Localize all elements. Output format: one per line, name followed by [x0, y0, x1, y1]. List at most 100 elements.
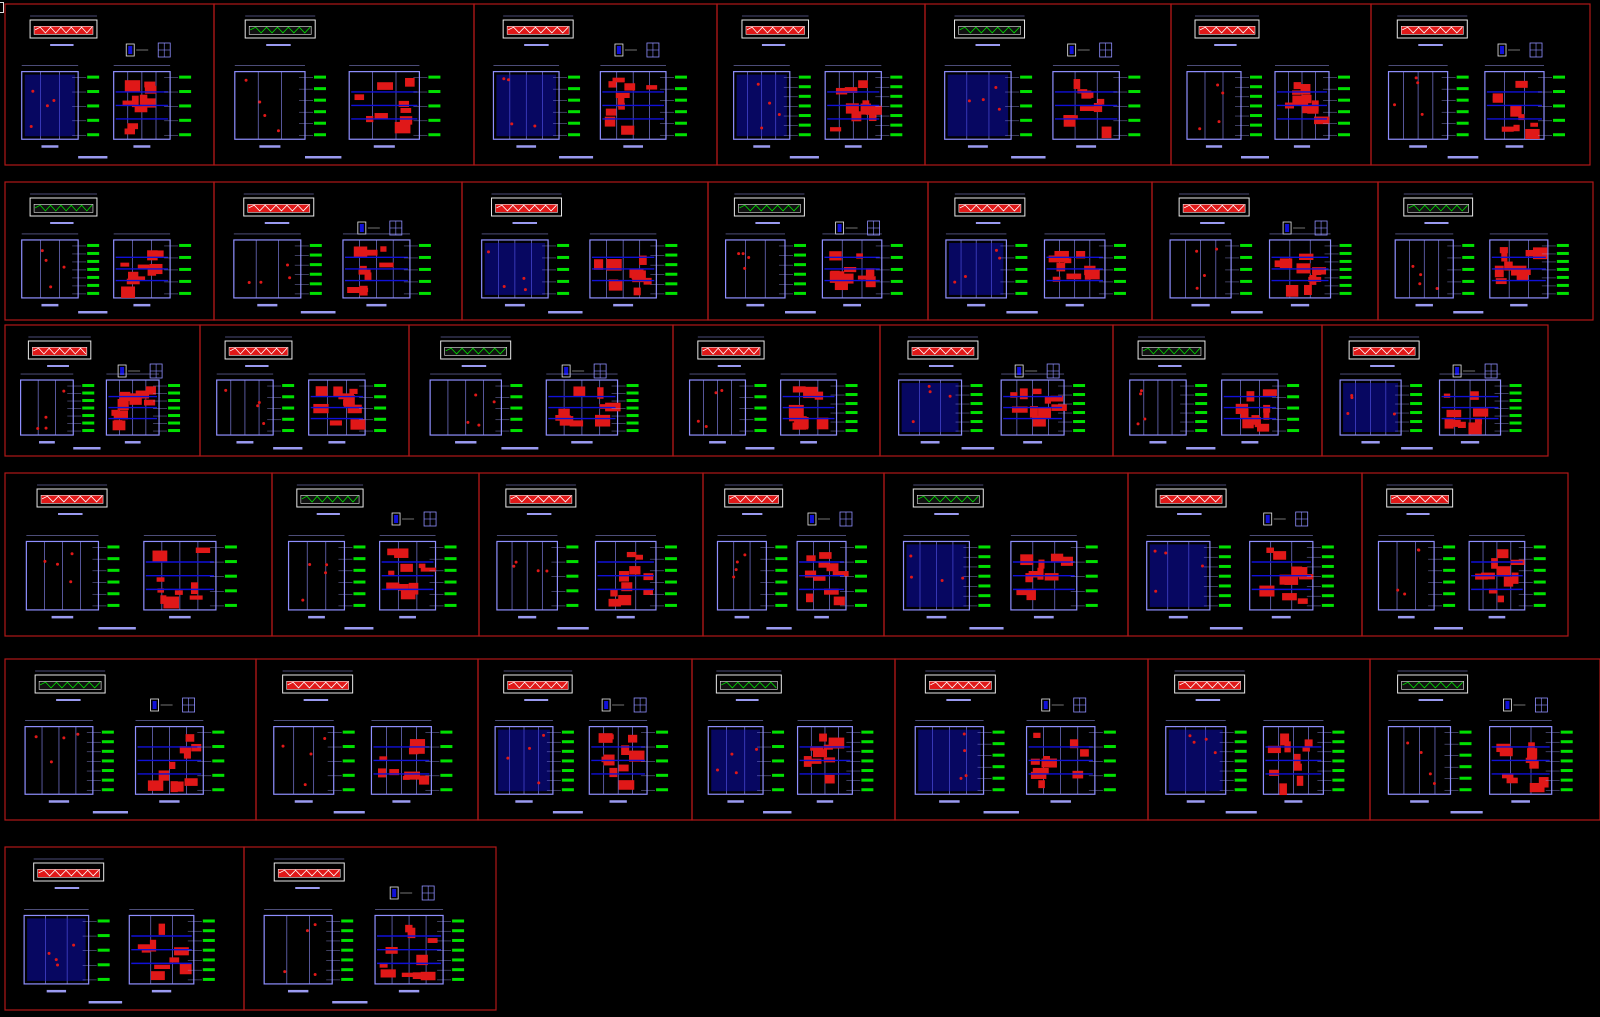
- callout-label: [1015, 243, 1028, 247]
- plan-zigzag: [287, 681, 348, 689]
- callout-label: [861, 730, 874, 734]
- elevation-fill-block: [1492, 95, 1500, 101]
- elevation-title-bar: [844, 145, 862, 148]
- elevation-title-bar: [1460, 441, 1480, 444]
- legend-swatch-fill: [1043, 701, 1048, 709]
- elevation-fill-block: [1472, 408, 1489, 417]
- legend-swatch-fill: [1017, 367, 1022, 375]
- elevation-fill-block: [1093, 103, 1103, 113]
- plan-zigzag: [248, 204, 310, 212]
- callout-label: [1459, 788, 1472, 792]
- plan-zigzag: [702, 347, 760, 355]
- elevation-fill-block: [828, 737, 845, 749]
- callout-label: [1410, 429, 1423, 433]
- elevation-fill-block: [1294, 567, 1308, 578]
- elevation-fill-block: [1020, 554, 1034, 566]
- elevation-outline: [21, 71, 79, 140]
- elevation-title-bar: [41, 145, 59, 148]
- callout-label: [1321, 574, 1334, 578]
- elevation-title-bar: [816, 800, 834, 803]
- callout-label: [107, 603, 120, 607]
- plan-zigzag: [1402, 26, 1463, 34]
- callout-label: [754, 429, 767, 433]
- elevation-fill-block: [412, 972, 423, 980]
- elevation-fill-block: [1506, 777, 1518, 784]
- callout-label: [1113, 255, 1126, 259]
- elevation-fill-block: [1011, 406, 1028, 413]
- callout-label: [202, 958, 215, 962]
- elevation-title-bar: [926, 615, 947, 619]
- callout-label: [1015, 291, 1028, 295]
- plan-zigzag: [510, 495, 572, 503]
- elevation-handle: [1432, 781, 1436, 785]
- plan-outline: [27, 340, 92, 360]
- callout-label: [854, 589, 867, 593]
- callout-label: [1332, 730, 1345, 734]
- elevation-fill-block: [1032, 415, 1046, 427]
- elevation-fill-block: [1308, 276, 1322, 282]
- elevation-handle: [43, 559, 47, 563]
- elevation-fill-block: [158, 770, 169, 781]
- callout-label: [224, 545, 237, 549]
- callout-label: [1553, 133, 1566, 137]
- callout-label: [1020, 75, 1033, 79]
- elevation-title-bar: [159, 800, 180, 803]
- elevation-fill-block: [812, 749, 828, 758]
- callout-label: [1240, 267, 1253, 271]
- elevation-fill-block: [1519, 268, 1531, 276]
- elevation-handle: [1428, 772, 1432, 776]
- callout-label: [568, 133, 581, 137]
- elevation-fill-block: [806, 593, 814, 603]
- elevation-handle: [1419, 750, 1423, 754]
- callout-label: [1509, 414, 1522, 418]
- sheet-title-bar: [1006, 311, 1038, 314]
- elevation-fill-block: [631, 274, 644, 280]
- elevation-fill-block: [612, 77, 625, 83]
- elevation-fill-block: [643, 589, 654, 596]
- callout-label: [1339, 259, 1352, 263]
- elevation-fill-block: [174, 947, 189, 956]
- elevation-door-panel: [1149, 544, 1207, 607]
- elevation-fill-block: [627, 734, 638, 743]
- callout-label: [97, 934, 110, 938]
- callout-label: [168, 414, 181, 418]
- elevation-fill-block: [865, 105, 882, 115]
- sheet-title-bar: [1225, 811, 1257, 814]
- callout-label: [1410, 420, 1423, 424]
- callout-label: [1456, 121, 1469, 125]
- callout-label: [1332, 769, 1345, 773]
- callout-label: [1085, 560, 1098, 564]
- callout-label: [342, 773, 355, 777]
- callout-label: [82, 421, 95, 425]
- elevation-fill-block: [857, 275, 874, 280]
- callout-label: [664, 592, 677, 596]
- callout-label: [626, 384, 639, 388]
- elevation-fill-block: [400, 563, 413, 572]
- elevation-outline: [128, 914, 195, 985]
- plan-outline: [243, 197, 315, 217]
- elevation-fill-block: [135, 390, 150, 399]
- elevation-fill-block: [626, 551, 637, 558]
- plan-outline: [724, 488, 784, 508]
- callout-label: [978, 545, 991, 549]
- elevation-fill-block: [1529, 782, 1545, 793]
- callout-label: [452, 938, 465, 942]
- plan-title-bar: [316, 513, 340, 515]
- callout-label: [794, 243, 806, 247]
- elevation-title-bar: [734, 615, 750, 619]
- elevation-fill-block: [1297, 598, 1308, 604]
- plan-title-bar: [1195, 699, 1221, 701]
- wardrobe-sheet: [1370, 3, 1591, 166]
- callout-label: [1128, 75, 1141, 79]
- callout-label: [772, 759, 785, 763]
- plan-outline: [1178, 197, 1250, 217]
- callout-label: [1250, 104, 1262, 108]
- callout-label: [1339, 283, 1352, 287]
- elevation-fill-block: [1052, 276, 1061, 282]
- callout-label: [82, 429, 95, 433]
- callout-label: [353, 592, 366, 596]
- callout-label: [1553, 90, 1566, 94]
- elevation-title-bar: [939, 800, 960, 803]
- elevation-fill-block: [865, 268, 875, 277]
